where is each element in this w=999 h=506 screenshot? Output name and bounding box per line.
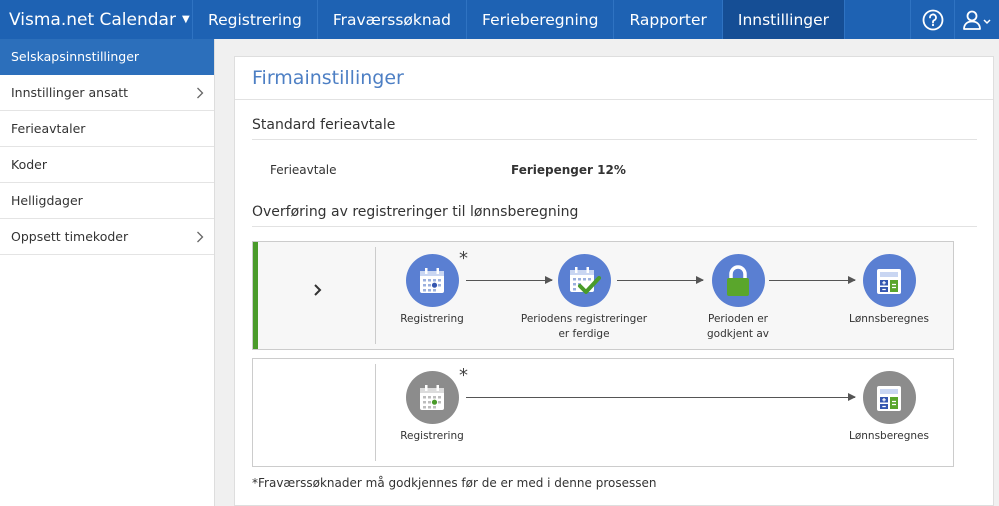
step-label: Perioden er godkjent av (707, 313, 769, 340)
step-circle (557, 254, 611, 307)
footnote-marker: * (459, 365, 468, 386)
divider (375, 247, 376, 344)
sidebar-item-label: Helligdager (11, 193, 83, 208)
section-heading-overforing: Overføring av registreringer til lønnsbe… (252, 204, 977, 227)
step-registrering: Registrering (362, 371, 502, 444)
sidebar-item-label: Selskapsinnstillinger (11, 49, 140, 64)
chevron-right-icon (197, 231, 204, 242)
active-flow-indicator (253, 242, 258, 349)
footnote: *Fraværssøknader må godkjennes før de er… (252, 476, 657, 490)
app-title: Visma.net Calendar (9, 9, 176, 30)
calendar-icon (420, 267, 444, 293)
nav-rapporter[interactable]: Rapporter (614, 0, 723, 39)
step-lonnsberegnes: Lønnsberegnes (819, 371, 959, 444)
step-label: Lønnsberegnes (849, 313, 929, 325)
main-panel: Firmainstillinger Standard ferieavtale F… (234, 56, 994, 506)
sidebar-item-label: Ferieavtaler (11, 121, 86, 136)
expand-button[interactable] (313, 282, 323, 301)
sidebar-item-label: Innstillinger ansatt (11, 85, 129, 100)
nav-fravaerssoknad[interactable]: Fraværssøknad (318, 0, 468, 39)
sidebar-item-helligdager[interactable]: Helligdager (0, 183, 214, 219)
step-registrering: Registrering (362, 254, 502, 327)
approval-flow-with-approval: Registrering * Periodens registreringer … (252, 241, 954, 350)
calculator-icon (877, 268, 901, 294)
help-button[interactable] (910, 0, 954, 39)
calendar-check-icon (570, 266, 601, 294)
sidebar: Selskapsinnstillinger Innstillinger ansa… (0, 39, 215, 506)
ferieavtale-value: Feriepenger 12% (511, 163, 626, 177)
flow-arrow (769, 276, 856, 284)
chevron-down-icon: ▼ (181, 14, 190, 25)
footnote-marker: * (459, 248, 468, 269)
sidebar-item-innstillinger-ansatt[interactable]: Innstillinger ansatt (0, 75, 214, 111)
nav-innstillinger[interactable]: Innstillinger (722, 0, 846, 39)
step-circle (711, 254, 765, 307)
sidebar-item-oppsett-timekoder[interactable]: Oppsett timekoder (0, 219, 214, 255)
chevron-right-icon (197, 87, 204, 98)
step-circle (862, 254, 916, 307)
divider (375, 364, 376, 461)
chevron-right-icon (314, 284, 322, 296)
nav-registrering[interactable]: Registrering (193, 0, 318, 39)
step-label: Periodens registreringer er ferdige (520, 313, 648, 340)
app-switcher-button[interactable]: Visma.net Calendar ▼ (0, 0, 193, 39)
top-navigation-bar: Visma.net Calendar ▼ Registrering Fravær… (0, 0, 999, 39)
calendar-icon (420, 384, 444, 410)
nav-ferieberegning[interactable]: Ferieberegning (467, 0, 615, 39)
section-heading-ferieavtale: Standard ferieavtale (252, 117, 977, 140)
user-menu-button[interactable] (954, 0, 999, 39)
ferieavtale-label: Ferieavtale (270, 163, 337, 177)
step-circle (405, 371, 459, 424)
step-perioden-godkjent: Perioden er godkjent av (668, 254, 808, 342)
step-label: Lønnsberegnes (849, 430, 929, 442)
sidebar-item-koder[interactable]: Koder (0, 147, 214, 183)
sidebar-item-label: Koder (11, 157, 47, 172)
page-title: Firmainstillinger (235, 57, 993, 100)
sidebar-item-label: Oppsett timekoder (11, 229, 129, 244)
step-label: Registrering (400, 313, 464, 325)
user-icon (963, 10, 991, 30)
lock-icon (727, 264, 749, 296)
sidebar-item-ferieavtaler[interactable]: Ferieavtaler (0, 111, 214, 147)
sidebar-item-selskapsinnstillinger[interactable]: Selskapsinnstillinger (0, 39, 214, 75)
calculator-icon (877, 385, 901, 411)
step-lonnsberegnes: Lønnsberegnes (819, 254, 959, 327)
help-icon (922, 9, 943, 30)
step-label: Registrering (400, 430, 464, 442)
approval-flow-direct: Registrering * Lønnsberegnes (252, 358, 954, 467)
step-circle (405, 254, 459, 307)
step-periodens-registreringer: Periodens registreringer er ferdige (514, 254, 654, 342)
flow-arrow (466, 393, 856, 401)
step-circle (862, 371, 916, 424)
flow-arrow (617, 276, 704, 284)
flow-arrow (466, 276, 553, 284)
